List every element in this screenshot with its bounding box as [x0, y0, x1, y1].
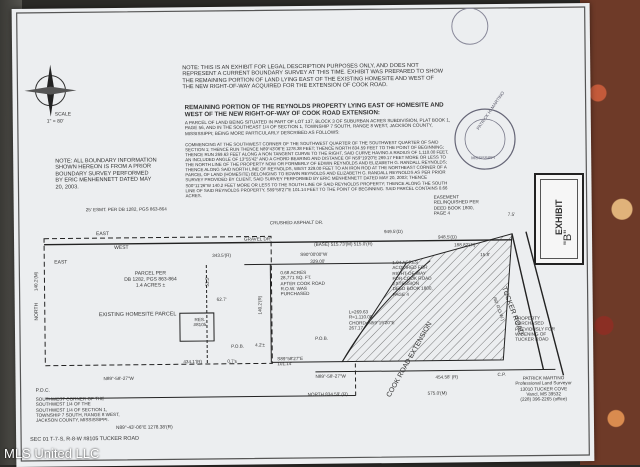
scale-value: 1" = 80'	[47, 120, 64, 126]
description-paragraph-2: COMMENCING AT THE SOUTHWEST CORNER OF TH…	[185, 139, 454, 197]
dim-4-2: 4.2'±	[255, 342, 265, 347]
poc-description: SOUTHWEST CORNER OF THE SOUTHWEST 1/4 OF…	[36, 395, 166, 423]
dim-0-7: 0.7'±	[227, 359, 237, 364]
acres-068: 0.68 ACRES 28,771 SQ. FT. AFTER COOK ROA…	[280, 270, 340, 297]
dim-188: 188.82'(R)	[454, 242, 475, 248]
note-left: NOTE: ALL BOUNDARY INFORMATION SHOWN HER…	[55, 158, 157, 191]
easement-relinquished: EASEMENT RELINQUISHED PER DEED BOOK 1800…	[434, 194, 514, 216]
dim-575: 575.0'(M)	[428, 391, 447, 396]
north-834: NORTH 834.59' (R)	[308, 392, 348, 398]
surveyor-block: PATRICK MARTINO Professional Land Survey…	[503, 375, 583, 402]
exhibit-box: EXHIBIT "B"	[534, 173, 584, 265]
purchased-note: PROPERTY PURCHASED PREVIOUSLY FOR WIDENI…	[515, 315, 575, 342]
north-arrow-icon	[24, 64, 77, 117]
east-label-1: EAST	[96, 232, 109, 238]
bearing-n89-2: N89°-58'-27"W	[315, 374, 345, 380]
dim-434: 434.1'(R)	[183, 359, 202, 364]
dim-140: 140.2'(M)	[33, 272, 38, 291]
curve-data: L=269.63 R=1,110.00 CHORD=N59°19'20"E 26…	[349, 309, 429, 331]
homesite-label: EXISTING HOMESITE PARCEL	[99, 311, 177, 318]
dim-949: 949.5'(D)	[384, 229, 403, 234]
residence-label: RES. #8105	[185, 317, 215, 328]
easement-label: 25' ESMT. PER DB 1282, PGS 863-864	[86, 206, 186, 212]
pob-label-2: P.O.B.	[315, 336, 328, 341]
description-title: REMAINING PORTION OF THE REYNOLDS PROPER…	[185, 101, 453, 118]
dim-515: (BASE) 515.73'(M) 515.0'(R)	[314, 241, 372, 247]
bearing-n89-1: N89°-58'-27"W	[103, 376, 133, 382]
dim-343: 343.5'(R)	[212, 253, 231, 258]
gravel-label: GRAVEL DR.	[244, 236, 271, 242]
bearing-329: S90°00'00"W	[300, 252, 327, 258]
dim-15-8: 15.8'	[480, 252, 490, 257]
dim-454: 454.58' (R)	[435, 374, 458, 380]
homesite-line	[270, 264, 271, 362]
pob-label-1: P.O.B.	[231, 344, 244, 349]
watermark: MLS United LLC	[4, 446, 99, 461]
south-boundary-line	[315, 369, 555, 372]
parcel-label: PARCEL PER DB 1282, PGS 863-864 1.4 ACRE…	[110, 271, 190, 289]
dim-948: 948.5'(D)	[438, 234, 457, 239]
seal-inner-text: MISSISSIPPI	[471, 156, 495, 161]
dim-53: 53.5'	[205, 277, 210, 287]
bearing-s89: S89°58'27"E 101.14'	[277, 356, 327, 367]
east-label-2: EAST	[54, 260, 67, 266]
survey-document: NOTE: THIS IS AN EXHIBIT FOR LEGAL DESCR…	[12, 3, 595, 467]
dim-62: 62.7'	[217, 297, 227, 302]
stamp-top	[452, 8, 488, 44]
north-label: NORTH	[35, 303, 41, 321]
poc-label: P.O.C.	[36, 389, 50, 395]
bearing-n89-43: N89°-43'-06"E 1278.38'(R)	[116, 425, 173, 431]
note-top: NOTE: THIS IS AN EXHIBIT FOR LEGAL DESCR…	[182, 63, 444, 91]
acres-104: 1.04 ACRES ACQUIRED FOR RIGHT-OF-WAY FOR…	[392, 259, 472, 297]
crushed-asphalt-label: CRUSHED ASPHALT DR.	[270, 220, 323, 226]
description-paragraph-1: A PARCEL OF LAND BEING SITUATED IN PART …	[185, 117, 453, 136]
dist-329: 329.00'	[310, 259, 325, 264]
exhibit-value: "B"	[562, 230, 575, 245]
scale-label: SCALE	[55, 112, 71, 118]
dim-140-r: 140.2'(R)	[257, 296, 262, 315]
west-label: WEST	[114, 246, 129, 252]
section-caption: SEC 01 T-7-S, R-8-W #8105 TUCKER ROAD	[30, 436, 139, 443]
